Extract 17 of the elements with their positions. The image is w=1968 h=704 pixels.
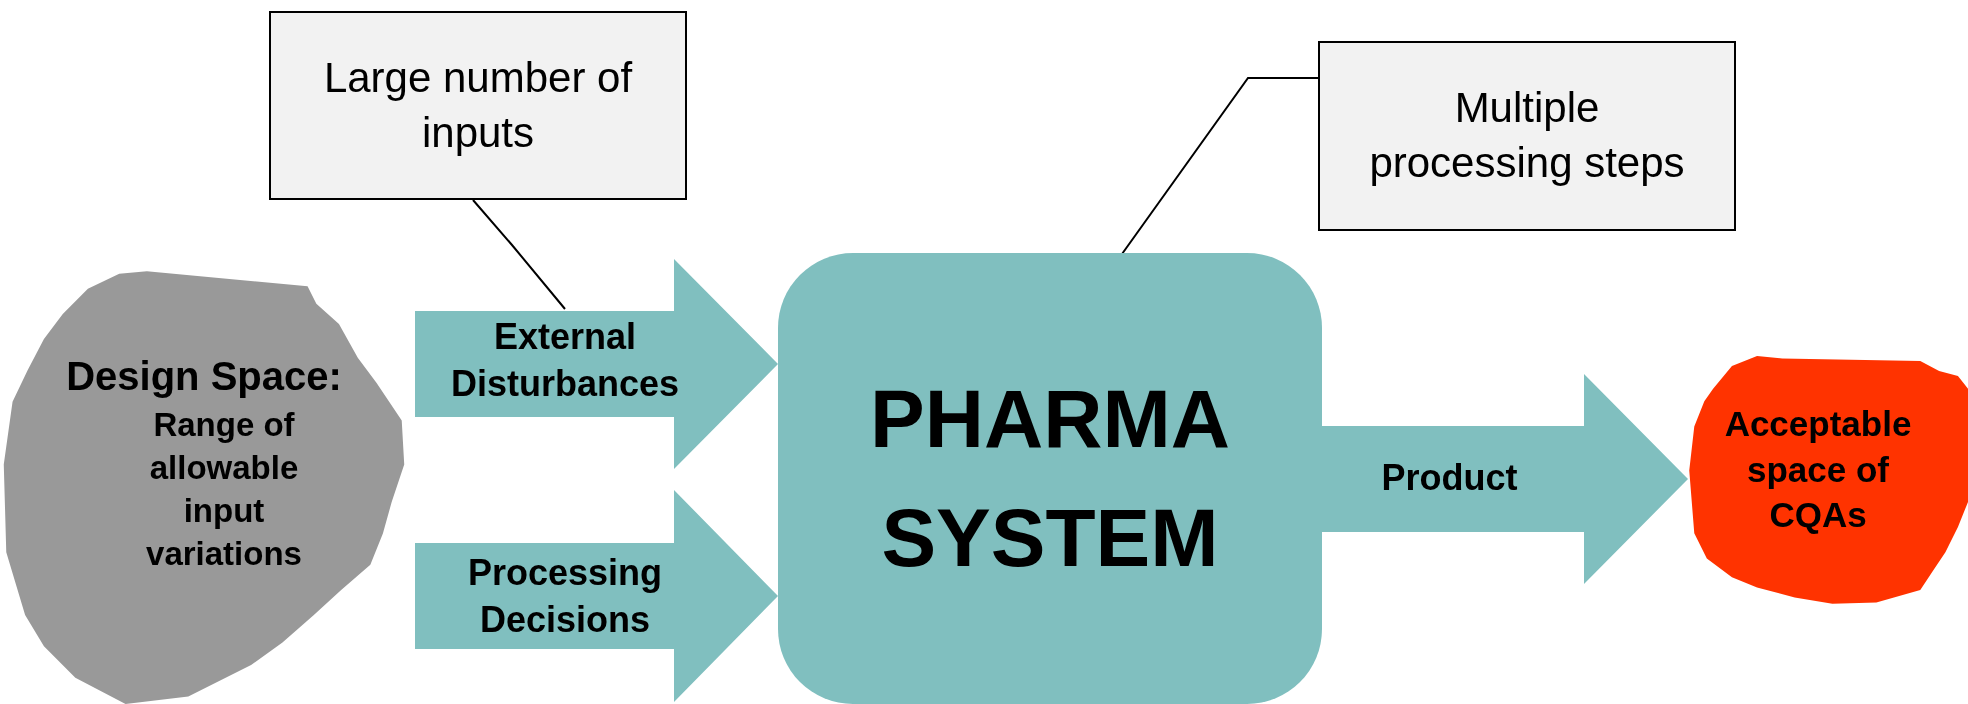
block-arrow: [415, 490, 778, 702]
heading-text: Design Space:: [65, 353, 343, 400]
node-text: Large number of inputs: [322, 52, 634, 158]
system-box: [778, 253, 1322, 704]
edge-label: External Disturbances: [449, 315, 681, 406]
leader-line: [472, 199, 566, 310]
callout-box: [1318, 41, 1736, 231]
block-arrow: [1322, 374, 1688, 584]
node-text: Range of allowable input variations: [145, 405, 303, 574]
edge-label: Processing Decisions: [466, 551, 664, 642]
callout-box: [269, 11, 687, 200]
edge-label: Product: [1380, 456, 1519, 500]
node-text: Acceptable space of CQAs: [1723, 403, 1913, 536]
node-text: PHARMA SYSTEM: [869, 371, 1231, 585]
leader-line: [1121, 77, 1319, 255]
node-text: Multiple processing steps: [1368, 83, 1686, 188]
block-arrow: [415, 259, 778, 469]
